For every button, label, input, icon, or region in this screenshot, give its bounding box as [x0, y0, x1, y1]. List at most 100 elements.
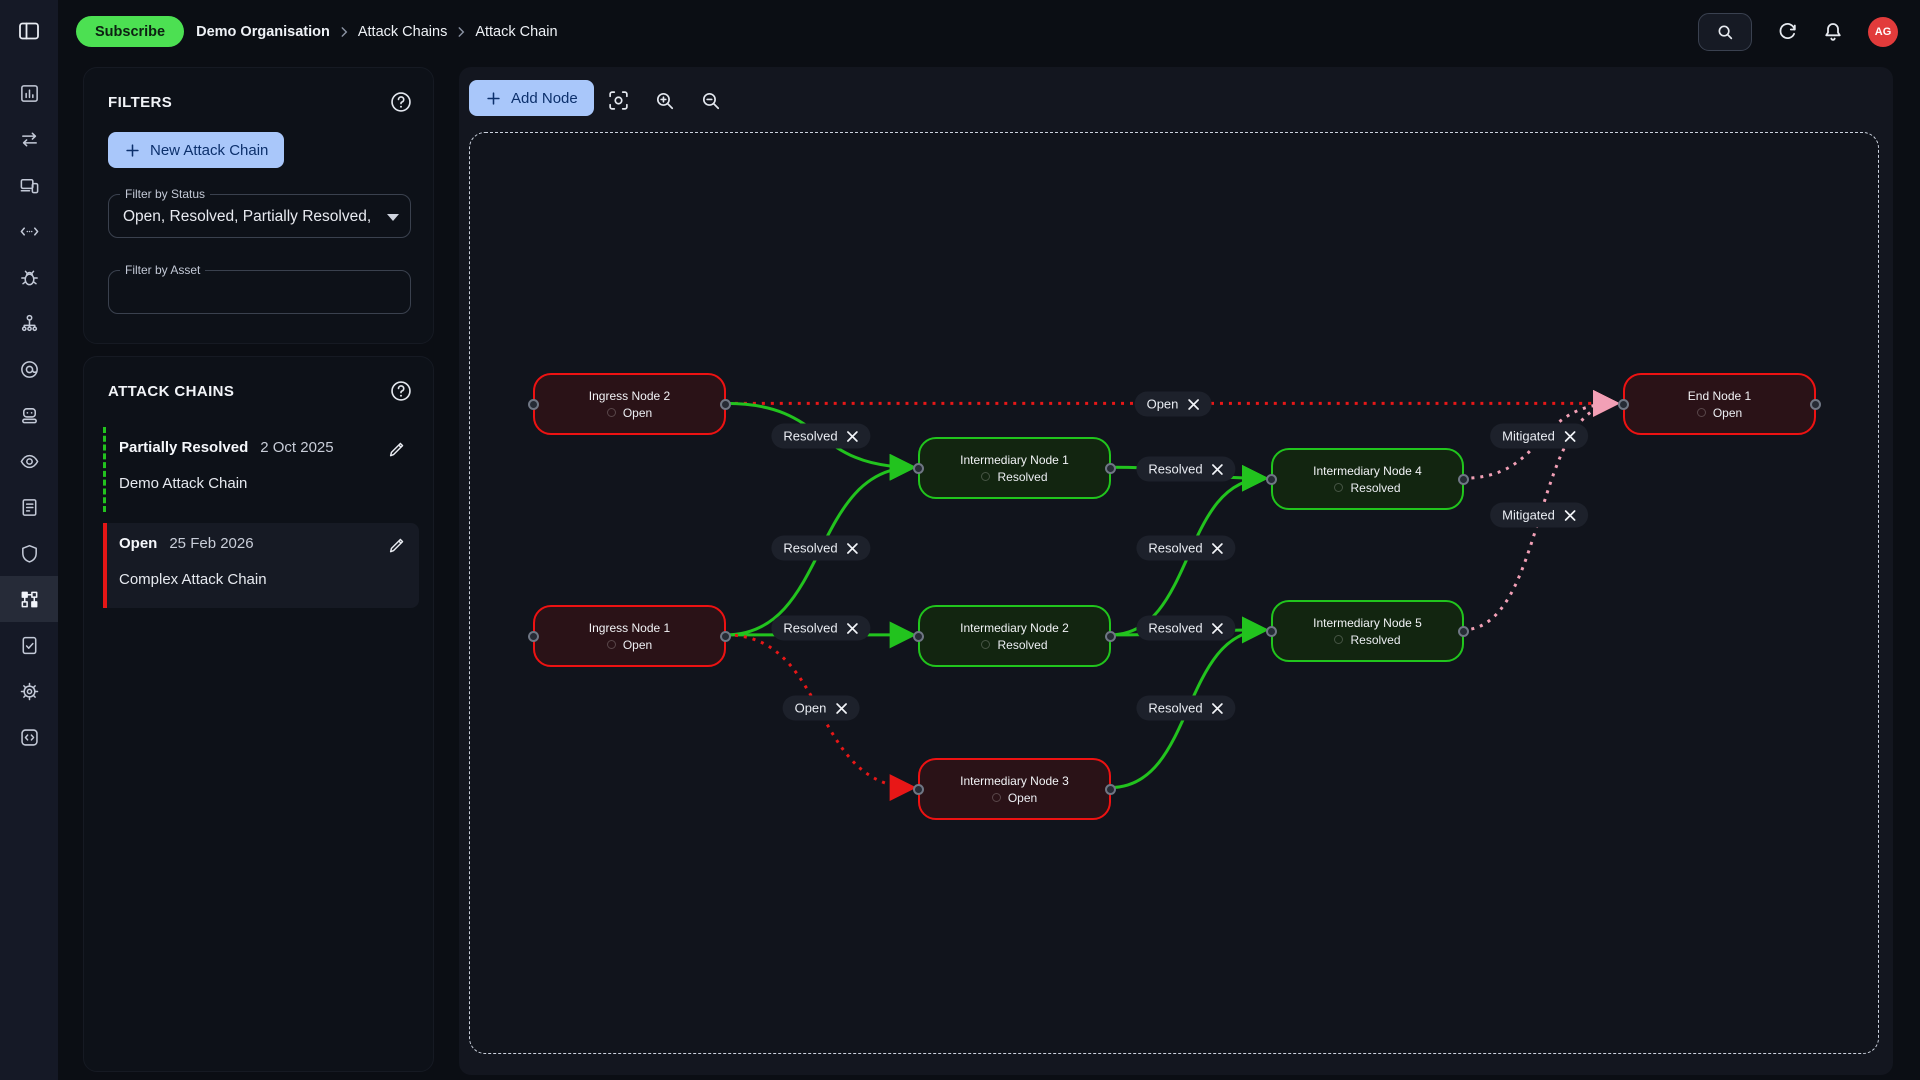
- close-icon[interactable]: [835, 702, 847, 714]
- sidebar-item-dashboard[interactable]: [0, 70, 58, 116]
- status-dot-icon: [991, 793, 1001, 802]
- asset-filter-value: [123, 271, 376, 315]
- sidebar-item-transfers[interactable]: [0, 116, 58, 162]
- sidebar-item-code[interactable]: [0, 208, 58, 254]
- sidebar-item-integrations[interactable]: [0, 714, 58, 760]
- new-attack-chain-button[interactable]: New Attack Chain: [108, 132, 285, 168]
- close-icon[interactable]: [1212, 702, 1224, 714]
- sidebar-item-shield[interactable]: [0, 530, 58, 576]
- search-button[interactable]: [1698, 12, 1752, 51]
- sidebar-item-report[interactable]: [0, 484, 58, 530]
- edge-label-mitigated[interactable]: Mitigated: [1490, 502, 1588, 528]
- node-handle-left[interactable]: [528, 630, 539, 642]
- sidebar-item-devices[interactable]: [0, 162, 58, 208]
- node-handle-right[interactable]: [1458, 473, 1469, 485]
- node-handle-right[interactable]: [1105, 630, 1116, 642]
- node-handle-left[interactable]: [1266, 473, 1277, 485]
- node-handle-left[interactable]: [528, 398, 539, 410]
- edge-label-mitigated[interactable]: Mitigated: [1490, 423, 1588, 449]
- sidebar-item-hierarchy[interactable]: [0, 300, 58, 346]
- close-icon[interactable]: [1212, 542, 1224, 554]
- sidebar-item-tasks[interactable]: [0, 622, 58, 668]
- subscribe-button[interactable]: Subscribe: [76, 16, 185, 47]
- node-title: Intermediary Node 4: [1313, 463, 1422, 478]
- chain-item-demo[interactable]: Partially Resolved 2 Oct 2025 Demo Attac…: [103, 427, 419, 512]
- edge-label-resolved[interactable]: Resolved: [771, 423, 871, 449]
- close-icon[interactable]: [847, 542, 859, 554]
- edge-label-text: Resolved: [783, 620, 838, 636]
- edge-label-resolved[interactable]: Resolved: [1136, 535, 1236, 561]
- close-icon[interactable]: [847, 430, 859, 442]
- breadcrumb-attack-chain: Attack Chain: [475, 23, 558, 40]
- node-handle-left[interactable]: [913, 630, 924, 642]
- edge-inter4-to-end1[interactable]: [1462, 389, 1621, 480]
- close-icon[interactable]: [1212, 622, 1224, 634]
- sidebar-nav: [0, 70, 58, 760]
- node-handle-left[interactable]: [1618, 398, 1629, 410]
- node-handle-right[interactable]: [720, 630, 731, 642]
- close-icon[interactable]: [1564, 509, 1576, 521]
- edge-label-open[interactable]: Open: [782, 695, 860, 721]
- sidebar-item-bot[interactable]: [0, 392, 58, 438]
- help-icon[interactable]: [389, 90, 413, 114]
- chain-item-complex[interactable]: Open 25 Feb 2026 Complex Attack Chain: [103, 523, 419, 608]
- zoom-in-icon[interactable]: [653, 89, 676, 112]
- close-icon[interactable]: [1564, 430, 1576, 442]
- edge-label-resolved[interactable]: Resolved: [1136, 456, 1236, 482]
- edge-label-resolved[interactable]: Resolved: [771, 615, 871, 641]
- help-icon[interactable]: [389, 379, 413, 403]
- sidebar-item-bug[interactable]: [0, 254, 58, 300]
- sidebar-toggle-icon[interactable]: [17, 19, 41, 43]
- sidebar-item-eye[interactable]: [0, 438, 58, 484]
- attack-chains-title: ATTACK CHAINS: [108, 382, 235, 400]
- edit-pencil-icon[interactable]: [387, 439, 407, 459]
- gear-icon: [20, 682, 38, 700]
- fit-view-icon[interactable]: [607, 89, 630, 112]
- edge-label-resolved[interactable]: Resolved: [1136, 615, 1236, 641]
- status-filter-select[interactable]: Filter by Status Open, Resolved, Partial…: [108, 187, 411, 238]
- node-handle-left[interactable]: [913, 783, 924, 795]
- node-handle-left[interactable]: [1266, 625, 1277, 637]
- node-status: Open: [606, 638, 652, 652]
- status-dot-icon: [1696, 408, 1706, 417]
- avatar[interactable]: AG: [1868, 16, 1898, 47]
- new-attack-chain-label: New Attack Chain: [150, 141, 269, 159]
- node-handle-right[interactable]: [1458, 625, 1469, 637]
- edge-label-open[interactable]: Open: [1134, 391, 1212, 417]
- bot-icon: [21, 407, 37, 423]
- edit-pencil-icon[interactable]: [387, 535, 407, 555]
- node-status: Open: [606, 406, 652, 420]
- sidebar-item-target[interactable]: [0, 346, 58, 392]
- node-handle-right[interactable]: [1105, 462, 1116, 474]
- sidebar-item-attack-chains[interactable]: [0, 576, 58, 622]
- zoom-out-icon[interactable]: [699, 89, 722, 112]
- node-handle-right[interactable]: [1810, 398, 1821, 410]
- sidebar-item-settings[interactable]: [0, 668, 58, 714]
- node-handle-left[interactable]: [913, 462, 924, 474]
- close-icon[interactable]: [1212, 463, 1224, 475]
- edge-label-resolved[interactable]: Resolved: [1136, 695, 1236, 721]
- edge-label-text: Resolved: [783, 540, 838, 556]
- asset-filter-field[interactable]: Filter by Asset: [108, 263, 411, 315]
- breadcrumb-attack-chains[interactable]: Attack Chains: [357, 23, 448, 40]
- node-handle-right[interactable]: [720, 398, 731, 410]
- node-handle-right[interactable]: [1105, 783, 1116, 795]
- add-node-button[interactable]: Add Node: [469, 80, 594, 116]
- add-node-label: Add Node: [511, 89, 578, 107]
- edge-label-text: Open: [1146, 396, 1179, 412]
- refresh-icon[interactable]: [1776, 21, 1798, 43]
- breadcrumb-org[interactable]: Demo Organisation: [196, 23, 330, 40]
- close-icon[interactable]: [847, 622, 859, 634]
- bell-icon[interactable]: [1822, 21, 1844, 43]
- close-icon[interactable]: [1187, 398, 1199, 410]
- edge-label-resolved[interactable]: Resolved: [771, 535, 871, 561]
